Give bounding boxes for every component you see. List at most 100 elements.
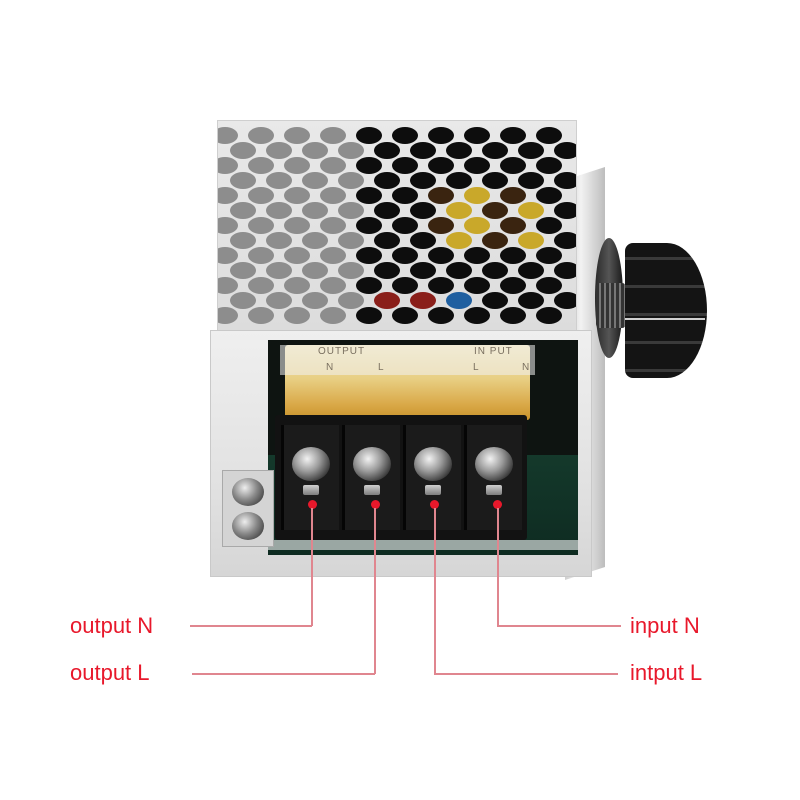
vent-hole — [356, 277, 382, 294]
vent-hole — [338, 232, 364, 249]
vent-hole — [248, 187, 274, 204]
vent-hole — [446, 232, 472, 249]
vent-hole — [230, 172, 256, 189]
vent-hole — [410, 202, 436, 219]
label-input-l: L — [473, 362, 480, 373]
vent-hole — [464, 217, 490, 234]
vent-hole — [464, 277, 490, 294]
vent-hole — [284, 217, 310, 234]
vent-hole — [374, 172, 400, 189]
vent-hole — [500, 247, 526, 264]
vent-hole — [374, 202, 400, 219]
leader-line-output-l-vertical — [374, 508, 376, 674]
callout-input-n: input N — [630, 613, 700, 638]
screw-icon — [414, 447, 452, 481]
vent-hole — [266, 232, 292, 249]
vent-hole — [500, 157, 526, 174]
callout-dot-output-l — [371, 500, 380, 509]
vent-hole — [392, 217, 418, 234]
vent-hole — [356, 127, 382, 144]
label-output-heading: OUTPUT — [318, 346, 366, 357]
vent-hole — [500, 307, 526, 324]
vent-hole — [230, 262, 256, 279]
vent-hole — [248, 277, 274, 294]
leader-line-input-l-horizontal — [434, 673, 618, 675]
vent-hole — [230, 292, 256, 309]
vent-hole — [554, 172, 576, 189]
vent-hole — [320, 277, 346, 294]
leader-line-output-n-horizontal — [190, 625, 312, 627]
vent-hole — [302, 232, 328, 249]
vent-hole — [500, 277, 526, 294]
callout-output-l: output L — [70, 660, 150, 685]
vent-hole — [410, 292, 436, 309]
vent-hole — [536, 187, 562, 204]
vent-hole — [482, 232, 508, 249]
vent-hole — [356, 217, 382, 234]
vent-hole — [428, 247, 454, 264]
terminal-input-l — [403, 425, 461, 530]
vent-hole — [554, 262, 576, 279]
vent-hole — [302, 172, 328, 189]
vent-hole — [356, 157, 382, 174]
vent-hole — [320, 157, 346, 174]
callout-dot-input-n — [493, 500, 502, 509]
vent-hole — [410, 172, 436, 189]
vent-hole — [302, 292, 328, 309]
vent-hole — [248, 217, 274, 234]
vent-hole — [356, 187, 382, 204]
mounting-screw-icon — [232, 478, 264, 506]
vent-hole — [266, 292, 292, 309]
label-input-n: N — [522, 362, 531, 373]
vent-hole — [248, 127, 274, 144]
vent-hole — [410, 232, 436, 249]
vent-hole — [428, 187, 454, 204]
vent-hole — [320, 247, 346, 264]
vent-hole — [464, 247, 490, 264]
vent-hole — [284, 307, 310, 324]
vent-hole — [482, 292, 508, 309]
vent-hole — [536, 277, 562, 294]
vent-hole — [374, 262, 400, 279]
vent-hole — [338, 142, 364, 159]
label-output-n: N — [326, 362, 335, 373]
screw-icon — [292, 447, 330, 481]
vent-hole — [302, 142, 328, 159]
vent-hole — [284, 187, 310, 204]
vent-hole — [536, 307, 562, 324]
vent-hole — [302, 262, 328, 279]
vent-hole — [392, 127, 418, 144]
vent-hole — [464, 157, 490, 174]
vent-hole — [374, 232, 400, 249]
vent-hole — [218, 307, 238, 324]
vent-hole — [446, 292, 472, 309]
vent-hole — [266, 202, 292, 219]
vent-hole — [248, 247, 274, 264]
leader-line-input-l-vertical — [434, 508, 436, 674]
leader-line-output-n-vertical — [311, 508, 313, 626]
vent-hole — [266, 142, 292, 159]
vent-hole — [428, 127, 454, 144]
vent-hole — [428, 307, 454, 324]
vent-hole — [428, 217, 454, 234]
vent-hole — [392, 187, 418, 204]
vent-hole — [482, 202, 508, 219]
vent-hole — [482, 262, 508, 279]
leader-line-input-n-horizontal — [497, 625, 621, 627]
vent-hole — [392, 157, 418, 174]
terminal-output-l — [342, 425, 400, 530]
vent-hole — [554, 292, 576, 309]
vent-hole — [230, 142, 256, 159]
vent-hole — [518, 292, 544, 309]
vent-hole — [536, 127, 562, 144]
vent-hole — [464, 187, 490, 204]
knob-thread — [596, 283, 626, 328]
vent-hole — [284, 247, 310, 264]
label-output-l: L — [378, 362, 385, 373]
terminal-clip — [486, 485, 502, 495]
adjustment-knob[interactable] — [625, 243, 707, 378]
vent-hole — [284, 157, 310, 174]
vent-hole — [464, 307, 490, 324]
vent-hole — [554, 232, 576, 249]
